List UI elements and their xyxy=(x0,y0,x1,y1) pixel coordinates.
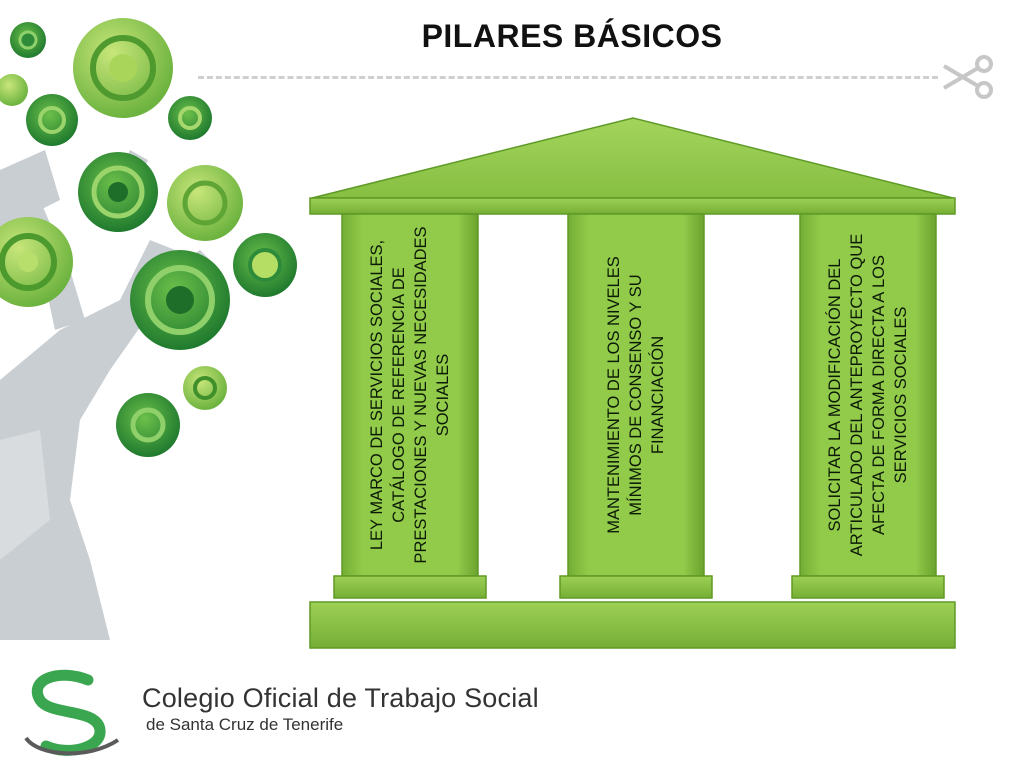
temple-foundation xyxy=(309,601,956,649)
org-subtitle: de Santa Cruz de Tenerife xyxy=(146,715,344,734)
temple-architrave xyxy=(309,197,956,215)
pillar-3 xyxy=(799,213,937,577)
title-bar: PILARES BÁSICOS xyxy=(0,0,1024,70)
pillar-3-text: SOLICITAR LA MODIFICACIÓN DEL ARTICULADO… xyxy=(826,233,910,557)
tree-illustration xyxy=(0,18,297,640)
pillar-1-text: LEY MARCO DE SERVICIOS SOCIALES, CATÁLOG… xyxy=(368,226,452,564)
pillar-2-text: MANTENIMIENTO DE LOS NIVELES MÍNIMOS DE … xyxy=(605,256,667,534)
pillar-2-base xyxy=(559,575,713,599)
temple-roof xyxy=(311,117,954,199)
pillar-3-base xyxy=(791,575,945,599)
page-title: PILARES BÁSICOS xyxy=(421,18,723,54)
temple-diagram xyxy=(309,117,956,649)
org-name: Colegio Oficial de Trabajo Social xyxy=(142,683,539,713)
dashed-divider xyxy=(198,76,938,79)
pillar-2 xyxy=(567,213,705,577)
pillar-1-base xyxy=(333,575,487,599)
scissors-icon xyxy=(942,55,993,99)
tree-foliage xyxy=(0,18,297,457)
colegio-logo xyxy=(24,669,120,756)
